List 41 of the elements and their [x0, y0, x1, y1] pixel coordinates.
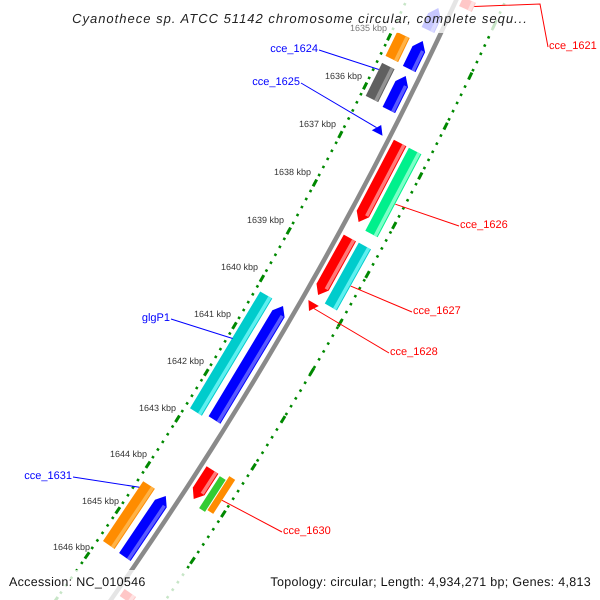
gene-feature	[119, 496, 167, 561]
gene-label: cce_1627	[413, 304, 461, 318]
leader-line	[394, 204, 460, 226]
gene-label: cce_1630	[283, 524, 331, 538]
gene-bar	[324, 242, 371, 310]
gene-label: cce_1621	[549, 39, 597, 53]
gene-label: cce_1625	[252, 75, 300, 89]
leader-line	[300, 82, 377, 128]
leader-line	[72, 476, 140, 488]
gene-label: cce_1624	[270, 42, 318, 56]
scale-label: 1640 kbp	[220, 261, 258, 273]
gene-label: cce_1626	[460, 218, 508, 232]
gene-bar	[199, 476, 226, 512]
gene-feature	[382, 76, 408, 114]
leader-line	[318, 50, 380, 70]
scale-label: 1643 kbp	[138, 402, 176, 414]
leader-line	[222, 500, 282, 532]
scale-label: 1635 kbp	[350, 23, 387, 34]
gene-bar	[365, 148, 422, 238]
scale-label: 1639 kbp	[246, 214, 284, 226]
scale-label: 1637 kbp	[298, 118, 336, 130]
scale-label: 1636 kbp	[324, 70, 362, 82]
scale-label: 1646 kbp	[52, 541, 90, 553]
gene-label: cce_1631	[24, 469, 72, 483]
genome-summary-note: Topology: circular; Length: 4,934,271 bp; Genes: 4,813	[270, 574, 591, 591]
gene-label: cce_1628	[390, 345, 438, 359]
leader-line	[313, 308, 390, 354]
leader-line	[474, 3, 548, 48]
gene-label: glgP1	[142, 311, 170, 325]
leader-line	[350, 286, 412, 312]
scale-label: 1638 kbp	[272, 166, 311, 178]
scale-label: 1644 kbp	[108, 448, 147, 460]
gene-feature	[402, 41, 426, 72]
scale-label: 1642 kbp	[166, 355, 204, 367]
leader-line	[170, 318, 234, 339]
gene-bar	[207, 476, 236, 514]
scale-label: 1645 kbp	[80, 495, 119, 507]
accession-note: Accession: NC_010546	[9, 574, 146, 591]
gene-marker	[308, 300, 319, 311]
gene-marker	[372, 125, 382, 136]
map-title: Cyanothece sp. ATCC 51142 chromosome circular, complete sequ...	[72, 11, 528, 26]
